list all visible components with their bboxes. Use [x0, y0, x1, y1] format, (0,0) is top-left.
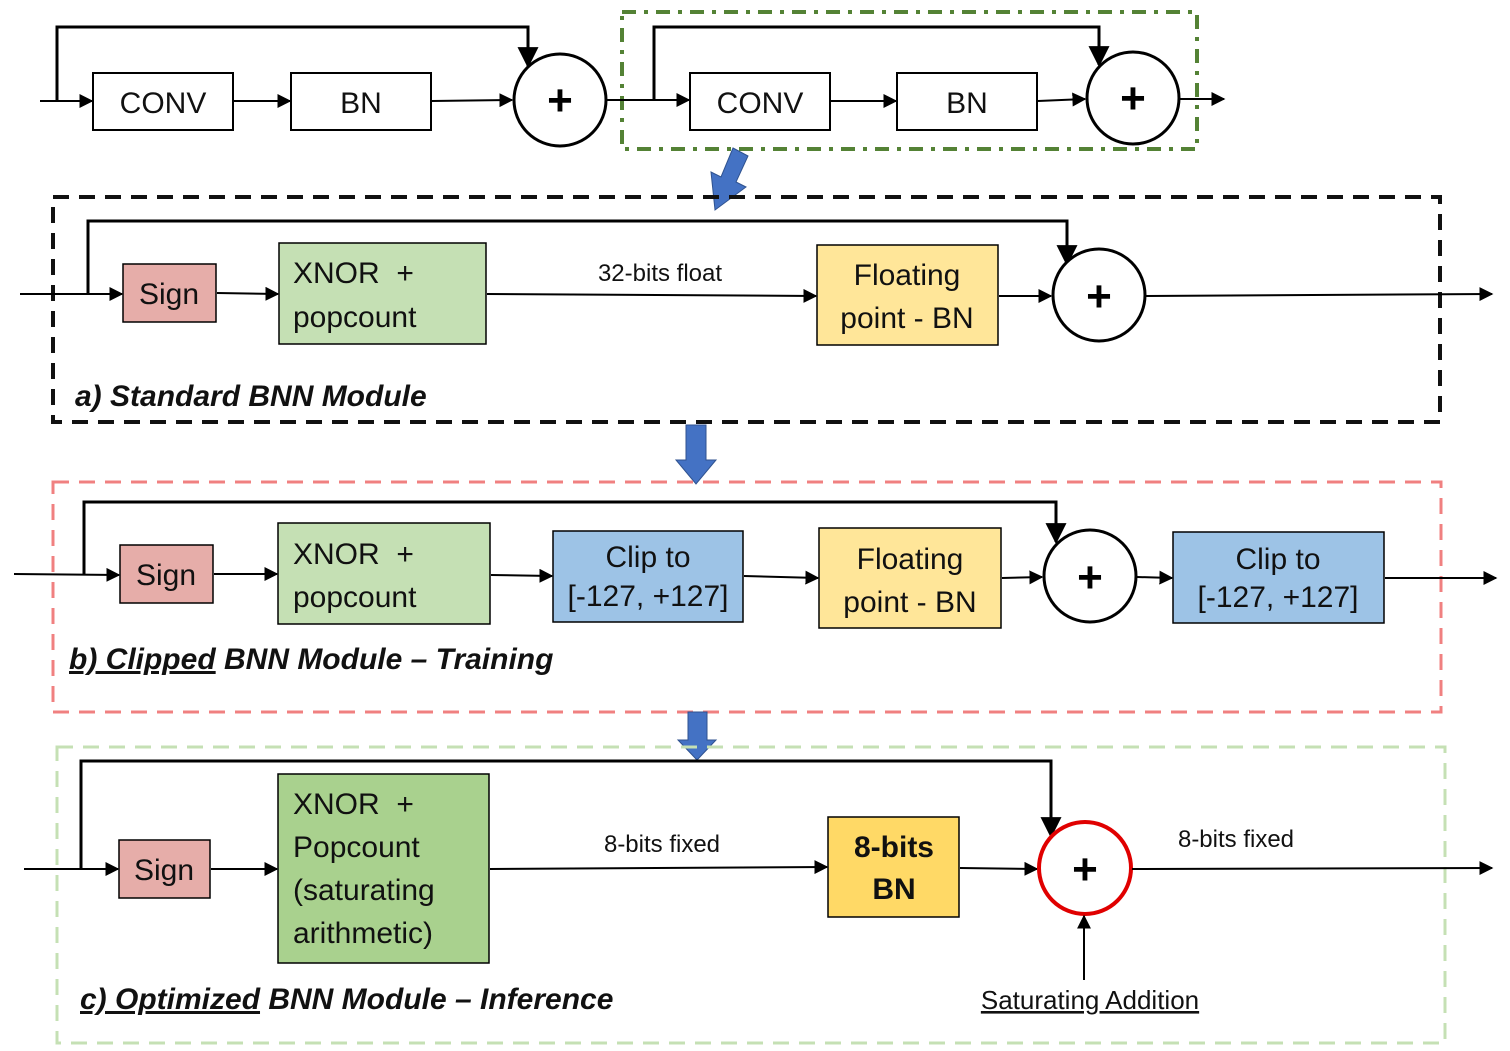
bn-label-line1: Floating — [857, 543, 964, 576]
module-a-standard-bnn: Sign XNOR + popcount 32-bits float Float… — [20, 195, 1494, 424]
xnor-label-line3: (saturating — [293, 874, 435, 907]
saturating-add-node — [1037, 820, 1133, 916]
module-b-title-part1: b) Clipped — [69, 643, 216, 676]
module-c-title-part2: BNN Module – Inference — [260, 983, 613, 1016]
bn-box — [818, 527, 1002, 629]
add-node — [1042, 528, 1138, 624]
sign-box — [122, 263, 217, 323]
down-arrow-icon — [674, 424, 718, 485]
bn-label-line1: 8-bits — [854, 831, 934, 864]
edge — [1136, 570, 1174, 585]
edge-label-fixed-1: 8-bits fixed — [604, 831, 720, 858]
clip-box-2 — [1172, 531, 1385, 624]
skip-connection — [652, 25, 1110, 100]
bn-box — [816, 244, 999, 346]
highlight-group-box — [620, 10, 1199, 151]
down-arrow-icon — [710, 147, 749, 211]
bn-label-1: BN — [340, 87, 382, 120]
edge-label-float: 32-bits float — [598, 260, 722, 287]
xnor-label-line4: arithmetic) — [293, 917, 433, 950]
edge — [959, 861, 1039, 876]
add-node — [1051, 247, 1147, 343]
xnor-box — [278, 242, 487, 345]
bn-box-2 — [896, 72, 1038, 131]
top-residual-row: CONV BN + CONV BN + — [40, 10, 1226, 151]
add-node-2 — [1085, 50, 1181, 146]
clip-label-2-line1: Clip to — [1235, 543, 1320, 576]
xnor-label-line2: popcount — [293, 301, 417, 334]
module-c-optimized-bnn: Sign XNOR + Popcount (saturating arithme… — [24, 745, 1494, 1045]
sign-label: Sign — [134, 854, 194, 887]
edge — [486, 288, 818, 303]
conv-label-1: CONV — [120, 87, 207, 120]
plus-label: + — [1072, 845, 1098, 894]
clip-box-1 — [552, 530, 744, 623]
module-b-title-part2: BNN Module – Training — [216, 643, 554, 676]
output-arrow — [1131, 861, 1494, 876]
clip-label-1-line2: [-127, +127] — [568, 580, 729, 613]
conv-label-2: CONV — [717, 87, 804, 120]
sign-label: Sign — [136, 559, 196, 592]
bn-label-line2: point - BN — [843, 586, 976, 619]
edge — [743, 570, 820, 585]
plus-label: + — [1077, 553, 1103, 602]
conv-box-1 — [92, 72, 234, 131]
module-b-clipped-bnn: Sign XNOR + popcount Clip to [-127, +127… — [13, 480, 1498, 714]
output-arrow — [1145, 287, 1494, 302]
down-arrow-icon — [676, 711, 718, 761]
edge — [431, 93, 514, 108]
bn-label-line1: Floating — [854, 259, 961, 292]
bn-label-2: BN — [946, 87, 988, 120]
module-c-frame — [55, 745, 1447, 1045]
plus-label-1: + — [547, 76, 573, 125]
edge — [489, 860, 829, 875]
xnor-label-line2: popcount — [293, 581, 417, 614]
xnor-box — [277, 522, 491, 625]
clip-label-2-line2: [-127, +127] — [1198, 581, 1359, 614]
input-arrow — [13, 567, 121, 582]
module-c-title: c) Optimized BNN Module – Inference — [80, 983, 613, 1016]
module-c-title-part1: c) Optimized — [80, 983, 261, 1016]
bn-box — [827, 816, 960, 918]
plus-label-2: + — [1120, 74, 1146, 123]
conv-box-2 — [689, 72, 831, 131]
skip-connection — [82, 500, 1067, 575]
add-node-1 — [512, 52, 608, 148]
xnor-box — [277, 773, 490, 964]
skip-connection — [86, 219, 1078, 294]
xnor-label-line1: XNOR + — [293, 257, 414, 290]
bn-label-line2: BN — [872, 873, 915, 906]
module-a-title: a) Standard BNN Module — [75, 380, 427, 413]
sign-label: Sign — [139, 278, 199, 311]
sign-box — [118, 839, 211, 899]
edge — [1001, 570, 1044, 585]
module-b-frame — [51, 480, 1443, 714]
bn-label-line2: point - BN — [840, 302, 973, 335]
edge-label-fixed-2: 8-bits fixed — [1178, 826, 1294, 853]
sign-box — [119, 544, 214, 604]
edge — [1037, 92, 1087, 107]
module-b-title: b) Clipped BNN Module – Training — [69, 643, 553, 676]
xnor-label-line2: Popcount — [293, 831, 420, 864]
skip-connection — [79, 759, 1062, 869]
skip-connection — [55, 25, 539, 101]
edge — [216, 286, 280, 301]
clip-label-1-line1: Clip to — [605, 541, 690, 574]
edge — [490, 568, 554, 583]
saturating-addition-label: Saturating Addition — [981, 985, 1199, 1015]
bn-box-1 — [290, 72, 432, 131]
xnor-label-line1: XNOR + — [293, 788, 414, 821]
plus-label: + — [1086, 272, 1112, 321]
xnor-label-line1: XNOR + — [293, 538, 414, 571]
